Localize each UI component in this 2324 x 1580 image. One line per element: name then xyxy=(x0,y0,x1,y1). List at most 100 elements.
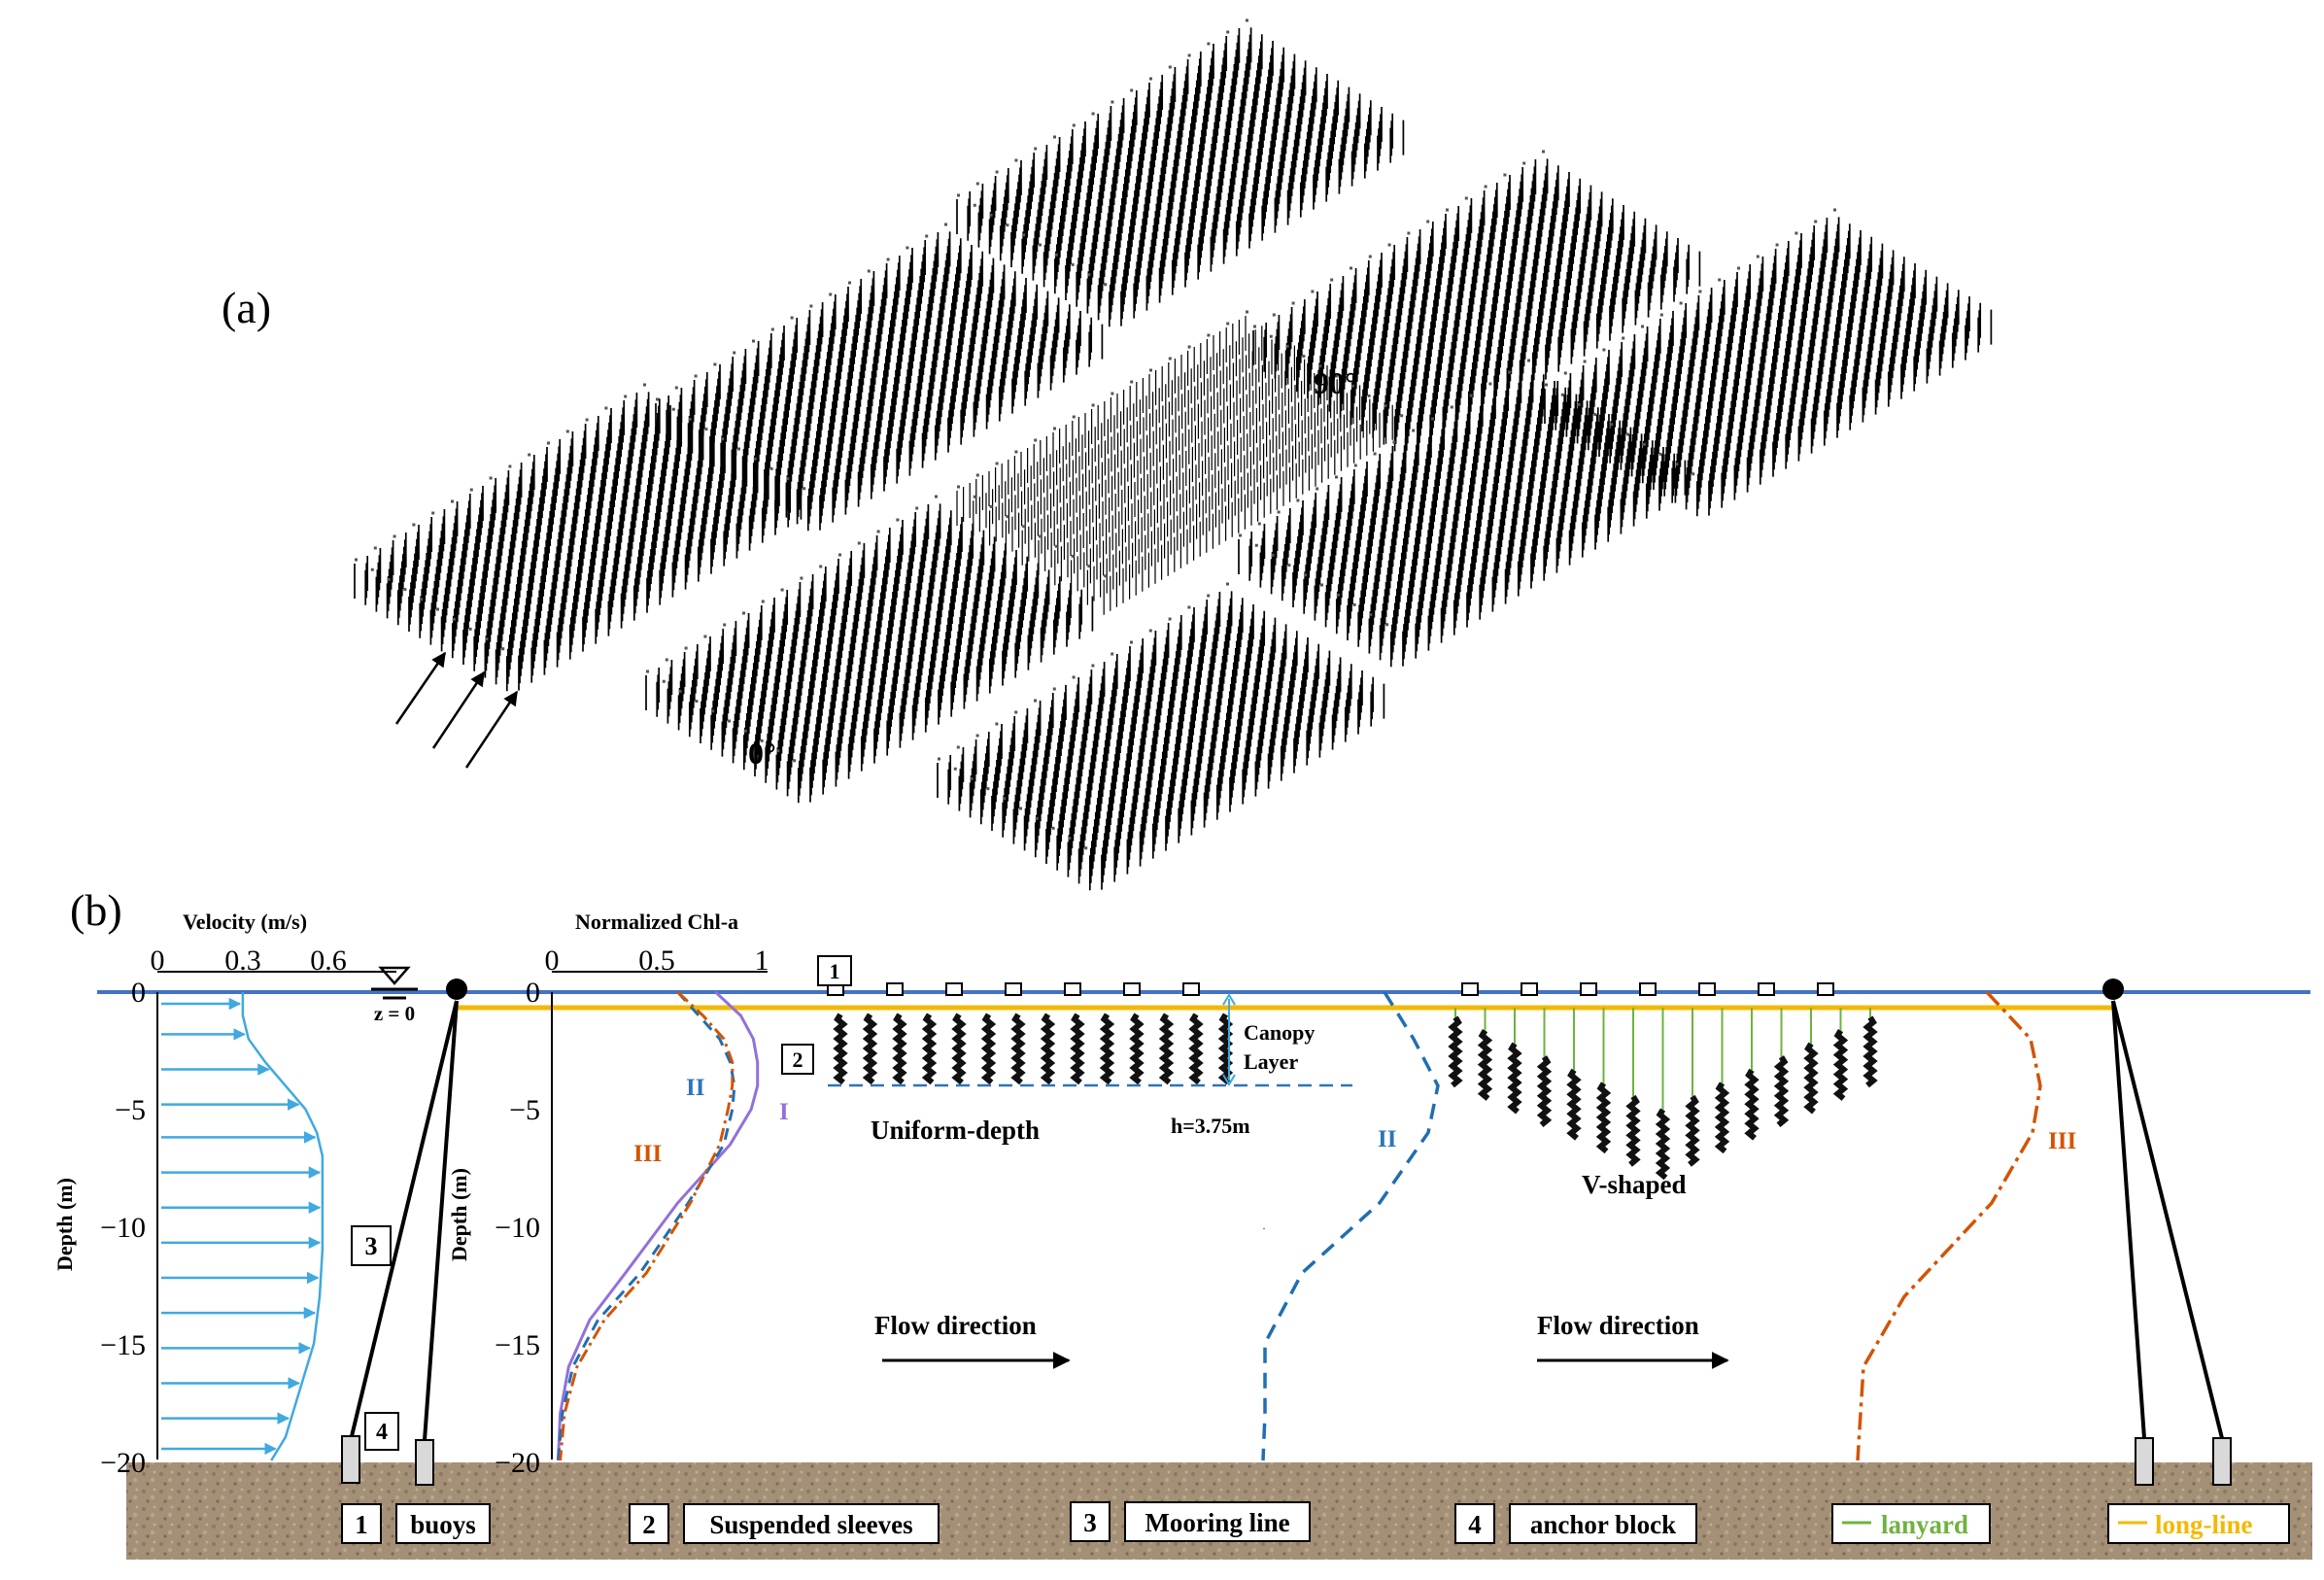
sleeve xyxy=(1099,1013,1115,1085)
flow-direction-2: Flow direction xyxy=(1537,1311,1729,1369)
buoy xyxy=(1461,982,1479,996)
buoy-dots xyxy=(1239,359,1530,627)
left-buoy xyxy=(446,979,467,1000)
velocity-tick: 0.3 xyxy=(224,945,261,977)
legend-item-mooring: 3 Mooring line xyxy=(1070,1501,1311,1542)
sleeve xyxy=(1566,1068,1582,1141)
farm-block xyxy=(645,495,1094,804)
legend-item-anchor: 4 anchor block xyxy=(1454,1503,1697,1544)
flow-arrow xyxy=(394,651,447,725)
legend-num: 4 xyxy=(1468,1510,1482,1539)
farm-block xyxy=(937,582,1385,891)
sleeve xyxy=(1744,1068,1760,1141)
flow-direction-label: Flow direction xyxy=(874,1311,1037,1340)
callout-1-box xyxy=(817,955,852,986)
legend-text: Suspended sleeves xyxy=(709,1510,912,1539)
sleeve xyxy=(1158,1013,1175,1085)
buoy xyxy=(1758,982,1775,996)
sleeve xyxy=(1448,1015,1463,1088)
legend-num-box xyxy=(341,1503,382,1544)
sleeve-lines xyxy=(956,316,1393,615)
legend-item-sleeves: 2 Suspended sleeves xyxy=(629,1503,940,1544)
mooring-line xyxy=(423,1000,459,1441)
sleeve xyxy=(1040,1013,1056,1085)
legend-text: lanyard xyxy=(1881,1510,1968,1539)
depth-tick: −15 xyxy=(100,1329,146,1361)
depth-tick: −10 xyxy=(100,1212,146,1244)
canopy-label-2: Layer xyxy=(1244,1049,1298,1074)
buoy-dots xyxy=(646,495,938,763)
depth-tick: −5 xyxy=(509,1094,540,1126)
buoy-dots xyxy=(938,582,1229,850)
legend-text-box xyxy=(683,1503,940,1544)
legend-text: anchor block xyxy=(1530,1510,1676,1539)
velocity-tick: 0.6 xyxy=(310,945,347,977)
buoy-dots xyxy=(957,18,1248,287)
anchor-block xyxy=(2135,1437,2154,1486)
v-sleeves xyxy=(1448,982,1878,1181)
sleeve-lines xyxy=(1252,158,1701,459)
angle-label-90: 90° xyxy=(1314,365,1357,400)
legend: 1 buoys 2 Suspended sleeves 3 Mooring li… xyxy=(341,1501,2290,1544)
profile-label-II: II xyxy=(686,1075,704,1101)
chl-profiles xyxy=(557,990,760,1461)
buoy-dots xyxy=(957,310,1248,578)
callout-4-box xyxy=(364,1412,399,1451)
farm-block xyxy=(956,18,1405,327)
left-mooring: 3 4 xyxy=(341,979,467,1486)
chl-axes: Normalized Chl-a 0 0.5 1 0 −5 −10 −15 −2… xyxy=(447,910,789,1479)
right-mooring xyxy=(2102,979,2232,1486)
legend-item-buoys: 1 buoys xyxy=(341,1503,491,1544)
chl-curve-I xyxy=(557,990,760,1461)
anchor-block xyxy=(415,1439,434,1486)
vshaped-farm: V-shaped xyxy=(1448,982,1878,1199)
buoy xyxy=(1698,982,1716,996)
uniform-sleeves xyxy=(827,982,1234,1085)
sleeve-lines xyxy=(354,392,803,692)
flow-direction-1: Flow direction xyxy=(874,1311,1071,1369)
farm-block xyxy=(1544,208,1993,517)
velocity-curve xyxy=(241,992,325,1461)
sleeve xyxy=(1655,1108,1671,1181)
depth-tick: −5 xyxy=(115,1094,146,1126)
panel-b: (b) Velocity (m/s) 0 0.3 0.6 0 −5 −10 −1… xyxy=(52,885,2312,1560)
flow-direction-label: Flow direction xyxy=(1537,1311,1699,1340)
sleeve xyxy=(921,1013,938,1085)
depth-tick: 0 xyxy=(131,977,146,1009)
sleeve xyxy=(833,1013,848,1085)
profile-label-II: II xyxy=(1378,1126,1396,1152)
legend-num-box xyxy=(1454,1503,1495,1544)
buoy xyxy=(1123,982,1141,996)
sleeve xyxy=(1217,1013,1234,1085)
velocity-axes: Velocity (m/s) 0 0.3 0.6 0 −5 −10 −15 −2… xyxy=(52,910,396,1479)
h-label: h=3.75m xyxy=(1171,1114,1250,1138)
legend-text-box xyxy=(1124,1501,1311,1542)
legend-num-box xyxy=(1070,1501,1111,1542)
legend-num: 3 xyxy=(1083,1508,1097,1537)
depth-tick: −10 xyxy=(495,1212,540,1244)
buoy-dots xyxy=(355,383,646,651)
v-shaped-label: V-shaped xyxy=(1582,1170,1687,1199)
sleeve-lines xyxy=(937,591,1385,891)
tick-dot: . xyxy=(1263,1222,1265,1231)
callout-4: 4 xyxy=(376,1420,388,1445)
sleeve xyxy=(980,1013,997,1085)
buoy xyxy=(945,982,963,996)
chl-tick: 1 xyxy=(755,945,769,977)
sleeve-lines xyxy=(1544,217,1993,517)
farm-block xyxy=(1238,359,1687,668)
chl-curve-III xyxy=(559,990,735,1461)
sleeve xyxy=(1714,1082,1730,1154)
depth-tick: −15 xyxy=(495,1329,540,1361)
profile-III-curve xyxy=(1856,990,2042,1461)
sleeve xyxy=(1595,1082,1612,1154)
sleeve xyxy=(1477,1029,1493,1101)
sleeve xyxy=(1188,1013,1204,1085)
buoy xyxy=(1639,982,1657,996)
callout-1: 1 xyxy=(830,959,840,983)
sleeve xyxy=(951,1013,967,1085)
sleeve-lines xyxy=(645,503,1094,804)
farm-block xyxy=(956,310,1393,615)
chl-axis-title: Normalized Chl-a xyxy=(575,910,738,934)
